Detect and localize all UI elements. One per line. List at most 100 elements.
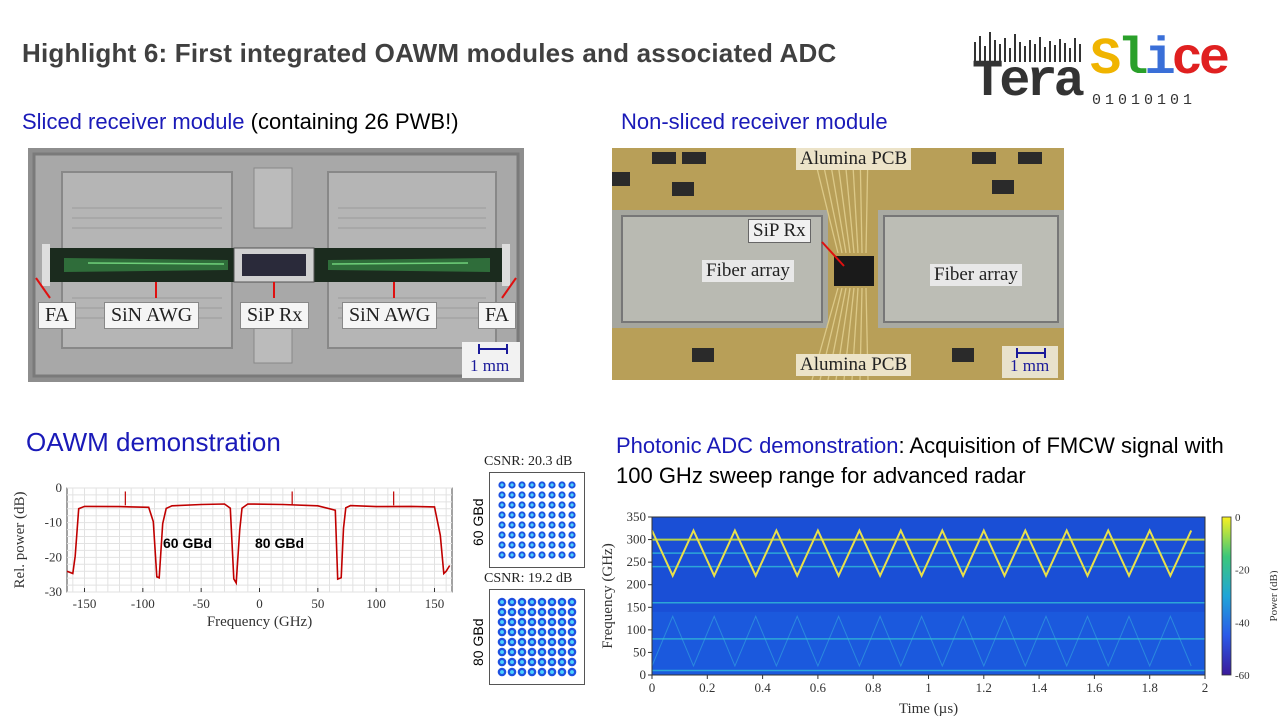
x-tick-label: 1.8: [1142, 680, 1158, 695]
constellation-core: [520, 483, 524, 487]
constellation-core: [530, 610, 534, 614]
constellation-core: [530, 533, 534, 537]
nonsliced-heading: Non-sliced receiver module: [621, 109, 888, 134]
constellation-core: [500, 503, 504, 507]
constellation-core: [500, 600, 504, 604]
constellation-core: [530, 503, 534, 507]
y-tick-label: 250: [627, 554, 647, 569]
constellation-core: [510, 640, 514, 644]
gbd-top-label: 60 GBd: [470, 498, 486, 546]
x-axis-label: Frequency (GHz): [207, 614, 312, 630]
constellation-core: [560, 650, 564, 654]
constellation-core: [500, 513, 504, 517]
constellation-core: [560, 523, 564, 527]
constellation-core: [540, 533, 544, 537]
constellation-core: [510, 513, 514, 517]
constellation-core: [540, 503, 544, 507]
logo-binary: 01010101: [1092, 92, 1197, 109]
constellation-core: [560, 483, 564, 487]
constellation-core: [530, 483, 534, 487]
constellation-core: [500, 523, 504, 527]
constellation-core: [520, 513, 524, 517]
constellation-core: [520, 543, 524, 547]
constellation-core: [520, 523, 524, 527]
alumina-pcb-bottom: Alumina PCB: [796, 354, 912, 376]
constellation-core: [520, 600, 524, 604]
constellation-core: [550, 630, 554, 634]
constellation-core: [550, 620, 554, 624]
x-tick-label: 50: [311, 596, 324, 611]
x-tick-label: -100: [131, 596, 155, 611]
sliced-heading: Sliced receiver module (containing 26 PW…: [22, 109, 459, 135]
constellation-core: [550, 493, 554, 497]
constellation-core: [500, 493, 504, 497]
constellation-top: [489, 472, 585, 568]
constellation-core: [510, 503, 514, 507]
constellation-core: [530, 670, 534, 674]
constellation-core: [570, 513, 574, 517]
x-tick-label: -150: [73, 596, 97, 611]
x-tick-label: 0.2: [699, 680, 715, 695]
y-tick-label: 300: [627, 532, 647, 547]
constellation-core: [510, 630, 514, 634]
constellation-core: [520, 503, 524, 507]
sliced-module-photo: FA SiN AWG SiP Rx SiN AWG FA 1 mm: [28, 148, 524, 382]
colorbar: [1221, 516, 1232, 676]
x-tick-label: 150: [425, 596, 445, 611]
y-axis-label: Frequency (GHz): [600, 543, 616, 648]
constellation-core: [570, 553, 574, 557]
constellation-core: [560, 533, 564, 537]
constellation-core: [570, 600, 574, 604]
adc-heading: Photonic ADC demonstration: Acquisition …: [616, 431, 1280, 491]
constellation-core: [510, 670, 514, 674]
constellation-core: [500, 630, 504, 634]
constellation-core: [550, 660, 554, 664]
constellation-core: [530, 543, 534, 547]
constellation-core: [550, 553, 554, 557]
constellation-core: [560, 493, 564, 497]
constellation-core: [520, 620, 524, 624]
annot-80gbd: 80 GBd: [255, 535, 305, 551]
constellation-core: [540, 483, 544, 487]
constellation-core: [540, 600, 544, 604]
constellation-bg: [490, 473, 584, 567]
constellation-core: [560, 610, 564, 614]
constellation-core: [520, 610, 524, 614]
y-axis-label: Rel. power (dB): [12, 491, 28, 588]
oawm-heading: OAWM demonstration: [26, 427, 281, 457]
constellation-core: [570, 670, 574, 674]
constellation-core: [540, 610, 544, 614]
constellation-core: [520, 630, 524, 634]
y-tick-label: 0: [56, 480, 63, 495]
constellation-core: [540, 513, 544, 517]
y-tick-label: 0: [640, 667, 647, 682]
x-tick-label: 1.6: [1086, 680, 1103, 695]
constellation-core: [570, 533, 574, 537]
constellation-core: [550, 600, 554, 604]
constellation-core: [520, 650, 524, 654]
colorbar-label: Power (dB): [1268, 570, 1278, 621]
constellation-core: [500, 650, 504, 654]
constellation-core: [500, 483, 504, 487]
constellation-core: [540, 620, 544, 624]
y-tick-label: -30: [45, 584, 62, 599]
constellation-core: [520, 640, 524, 644]
constellation-core: [530, 630, 534, 634]
constellation-core: [510, 600, 514, 604]
constellation-core: [570, 543, 574, 547]
label-fa-left: FA: [38, 302, 77, 329]
constellation-bottom-graphic: [490, 590, 584, 684]
constellation-core: [550, 533, 554, 537]
label-sip-rx: SiP Rx: [240, 302, 310, 329]
constellation-core: [500, 660, 504, 664]
x-axis-label: Time (µs): [899, 701, 958, 717]
x-tick-label: 0: [649, 680, 656, 695]
constellation-core: [560, 660, 564, 664]
constellation-core: [500, 620, 504, 624]
constellation-core: [550, 670, 554, 674]
constellation-core: [560, 640, 564, 644]
x-tick-label: 1: [925, 680, 932, 695]
constellation-core: [510, 483, 514, 487]
constellation-core: [510, 493, 514, 497]
constellation-core: [510, 610, 514, 614]
